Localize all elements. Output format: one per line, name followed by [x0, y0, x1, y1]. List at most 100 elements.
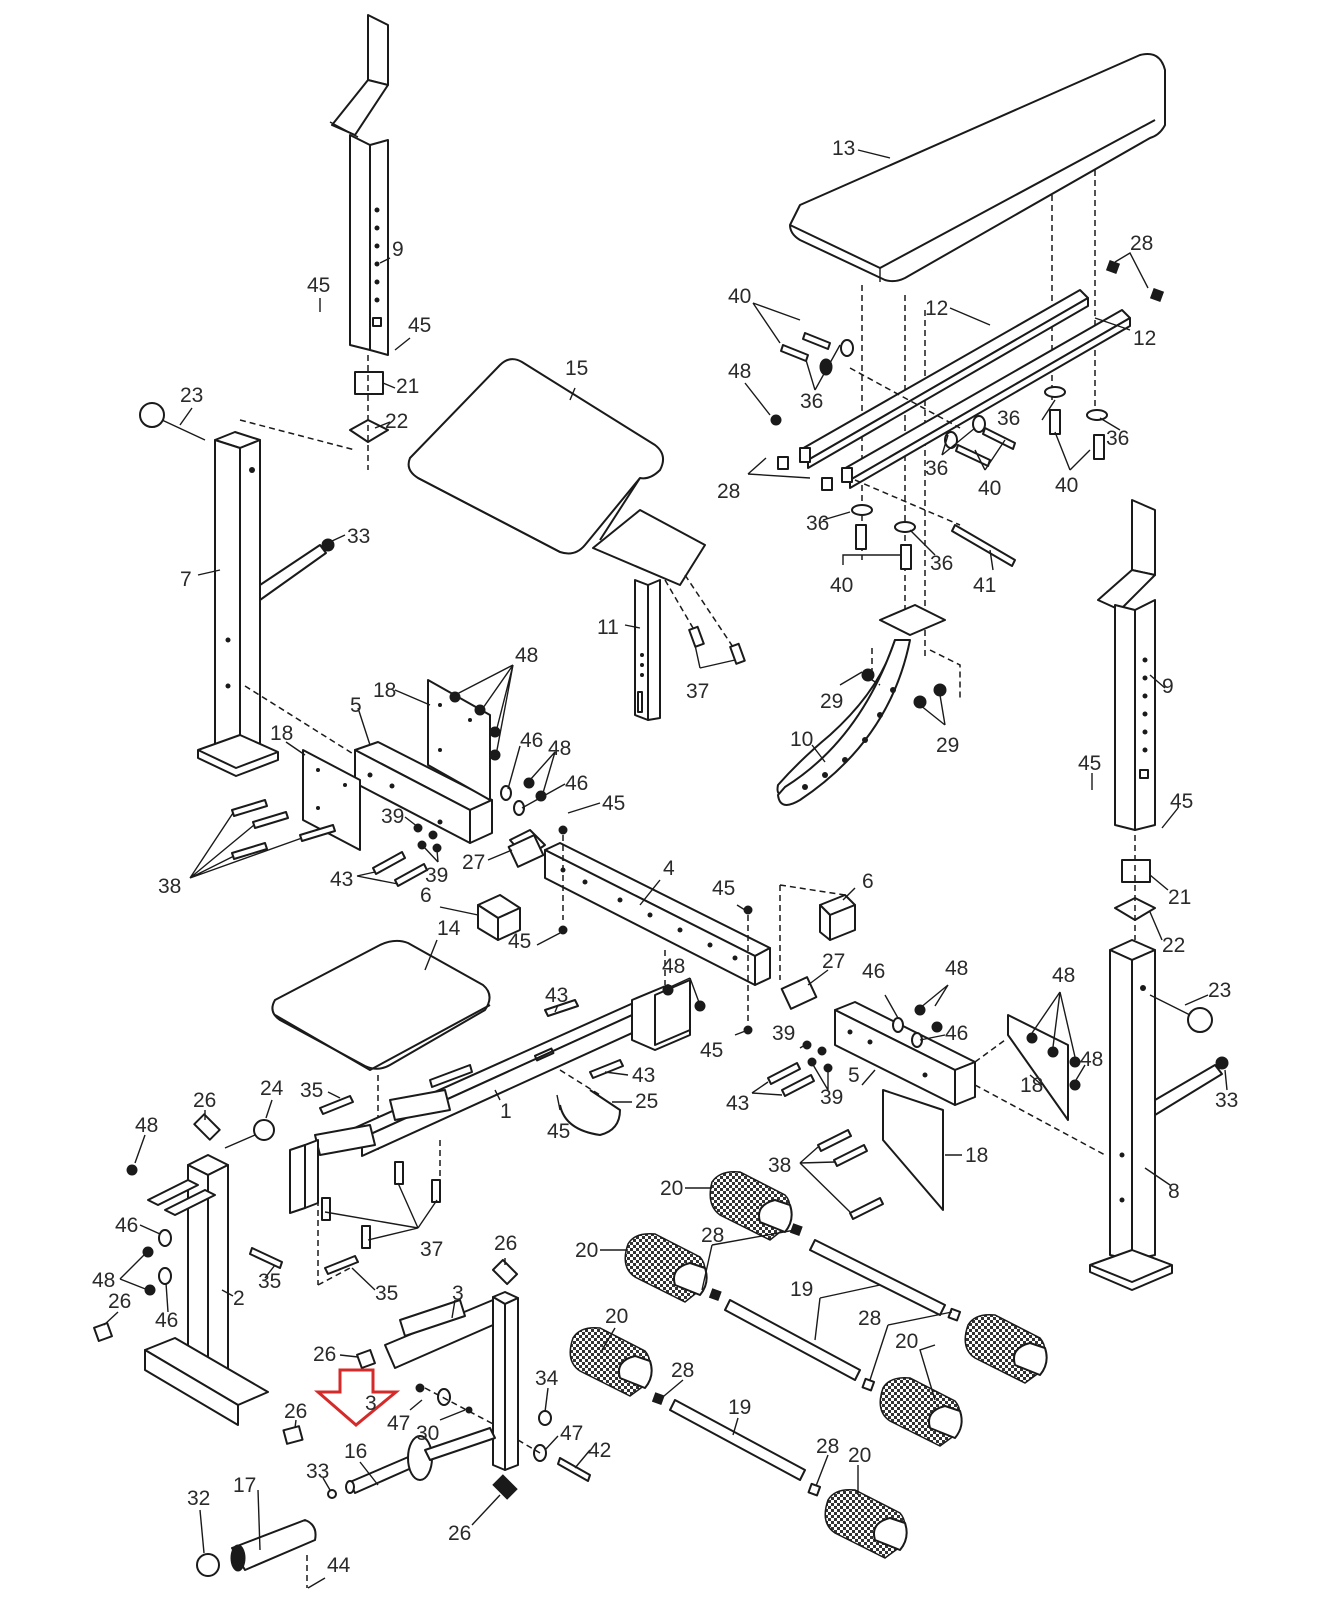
part-4-crossbar — [544, 825, 771, 1035]
callout: 24 — [260, 1077, 284, 1100]
callout: 14 — [437, 917, 461, 940]
callout: 28 — [717, 480, 740, 503]
callout: 42 — [588, 1439, 611, 1462]
part-17-weight-sleeve — [196, 1519, 317, 1588]
callout: 21 — [396, 375, 419, 398]
callout: 43 — [726, 1092, 749, 1115]
callout: 2 — [233, 1287, 245, 1310]
part-11-pad-post — [592, 509, 746, 721]
callout: 18 — [1020, 1074, 1043, 1097]
part-12-seat-rails — [799, 289, 1131, 489]
callout: 40 — [728, 285, 751, 308]
callout: 45 — [712, 877, 735, 900]
callout: 40 — [978, 477, 1001, 500]
part-28-caps-rollers — [651, 1223, 962, 1497]
part-20-rollers — [569, 1170, 1048, 1559]
callout: 48 — [945, 957, 968, 980]
callout: 5 — [350, 694, 362, 717]
callout: 13 — [832, 137, 855, 160]
callout: 46 — [565, 772, 588, 795]
callout: 28 — [701, 1224, 724, 1247]
part-8-right-upright — [1089, 939, 1229, 1291]
callout: 20 — [605, 1305, 628, 1328]
callout: 38 — [158, 875, 181, 898]
callout: 29 — [820, 690, 843, 713]
callout: 28 — [858, 1307, 881, 1330]
callout: 45 — [508, 930, 531, 953]
callout: 9 — [1162, 675, 1174, 698]
callout: 5 — [848, 1064, 860, 1087]
callout: 34 — [535, 1367, 559, 1390]
callout: 22 — [385, 410, 408, 433]
callout: 48 — [548, 737, 571, 760]
part-7-left-upright — [139, 402, 356, 777]
callout: 40 — [1055, 474, 1078, 497]
callout: 28 — [1130, 232, 1153, 255]
callout: 33 — [306, 1460, 329, 1483]
part-6-cap-right — [779, 884, 856, 980]
callout: 27 — [462, 851, 485, 874]
callout: 20 — [660, 1177, 683, 1200]
part-27-block-left — [507, 829, 546, 868]
callout: 23 — [180, 384, 203, 407]
callout: 26 — [108, 1290, 131, 1313]
callout: 45 — [1170, 790, 1193, 813]
callout: 28 — [816, 1435, 839, 1458]
callout: 28 — [671, 1359, 694, 1382]
callout: 19 — [790, 1278, 813, 1301]
part-39-43-right — [767, 1040, 833, 1097]
callout: 36 — [997, 407, 1020, 430]
part-16-weight-post — [327, 1427, 496, 1499]
callout: 26 — [448, 1522, 471, 1545]
callout: 46 — [945, 1022, 968, 1045]
callout: 48 — [1080, 1048, 1103, 1071]
callout: 12 — [925, 297, 948, 320]
callout: 29 — [936, 734, 959, 757]
callout: 18 — [965, 1144, 988, 1167]
callout: 46 — [115, 1214, 138, 1237]
callout: 39 — [820, 1086, 843, 1109]
callout: 33 — [1215, 1089, 1238, 1112]
callout: 18 — [270, 722, 293, 745]
callout: 45 — [547, 1120, 570, 1143]
callout: 11 — [597, 616, 619, 639]
part-19-roller-tubes — [669, 1239, 946, 1481]
callout: 26 — [494, 1232, 517, 1255]
callout: 16 — [344, 1440, 367, 1463]
callout: 36 — [806, 512, 829, 535]
callout: 1 — [500, 1100, 512, 1123]
callout: 39 — [772, 1022, 795, 1045]
callout: 17 — [233, 1474, 256, 1497]
callout: 26 — [193, 1089, 216, 1112]
part-13-back-pad — [789, 53, 1166, 283]
part-21-22-right — [1114, 835, 1156, 940]
callout: 36 — [930, 552, 953, 575]
callout: 27 — [822, 950, 845, 973]
leader-lines — [103, 149, 1228, 1589]
callout: 25 — [635, 1090, 658, 1113]
callout: 9 — [392, 238, 404, 261]
callout: 6 — [420, 884, 432, 907]
part-2-front-leg — [93, 1113, 304, 1445]
part-3-leg-developer — [356, 1258, 591, 1500]
part-6-cap-left — [477, 894, 521, 941]
callout: 18 — [373, 679, 396, 702]
callout: 48 — [135, 1114, 158, 1137]
callout: 12 — [1133, 327, 1156, 350]
part-10-incline-bracket — [776, 604, 961, 806]
callout: 21 — [1168, 886, 1191, 909]
callout: 47 — [387, 1412, 410, 1435]
callout: 35 — [375, 1282, 398, 1305]
callout: 20 — [575, 1239, 598, 1262]
hardware-40-36 — [770, 332, 1108, 570]
callout: 8 — [1168, 1180, 1180, 1203]
callout: 45 — [408, 314, 431, 337]
part-5-right-stub — [834, 1001, 1106, 1156]
part-5-left-stub — [354, 741, 493, 844]
part-18-plates-right — [882, 1004, 1081, 1211]
callout: 26 — [284, 1400, 307, 1423]
callout: 48 — [728, 360, 751, 383]
callout: 23 — [1208, 979, 1231, 1002]
callout: 46 — [862, 960, 885, 983]
